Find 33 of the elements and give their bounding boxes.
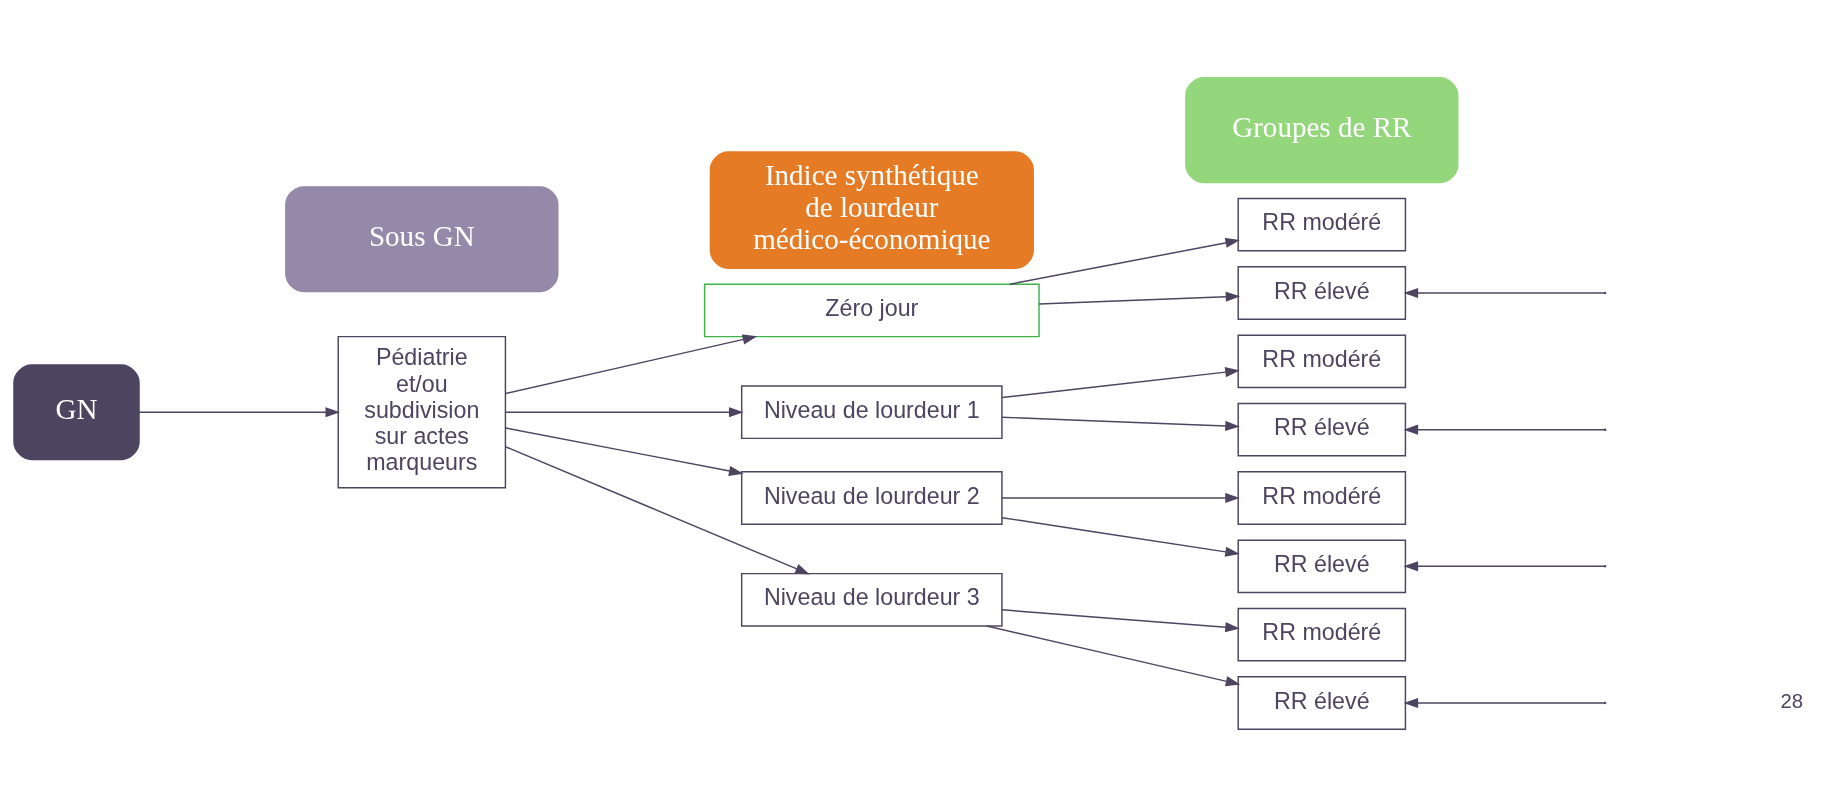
node-box: RR modéré [1237,334,1407,389]
node-box: Pédiatrie et/ou subdivision sur actes marqueurs [337,335,507,489]
node-box: RR élevé [1237,266,1407,320]
node-box: RR modéré [1237,471,1407,525]
arrow [1001,516,1240,557]
arrow [505,407,744,418]
arrow [1001,492,1240,504]
arrow [1038,291,1241,305]
arrow [505,334,758,395]
node-box: GN [13,364,140,461]
node-box: RR élevé [1237,539,1407,594]
arrow [1001,609,1240,633]
node-box: Groupes de RR [1185,77,1459,184]
arrow [1403,561,1606,572]
node-box: Niveau de lourdeur 3 [740,572,1003,627]
node-box: RR modéré [1237,197,1407,252]
arrow [1001,367,1240,399]
node-box: Sous GN [285,186,559,293]
arrow [1009,237,1240,285]
arrow [1403,424,1606,435]
node-box: RR élevé [1237,402,1407,457]
node-box: Zéro jour [703,283,1040,338]
node-box: Niveau de lourdeur 2 [740,471,1003,525]
node-box: Indice synthétique de lourdeur médico-économique [709,151,1034,269]
node-box: RR modéré [1237,607,1407,662]
node-box: Niveau de lourdeur 1 [740,385,1003,440]
arrow [505,446,810,575]
label: 28 [1780,690,1804,713]
arrow [138,407,340,418]
arrow [985,625,1241,687]
node-box: RR élevé [1237,676,1407,730]
arrow [1001,416,1240,432]
arrow [505,427,744,476]
